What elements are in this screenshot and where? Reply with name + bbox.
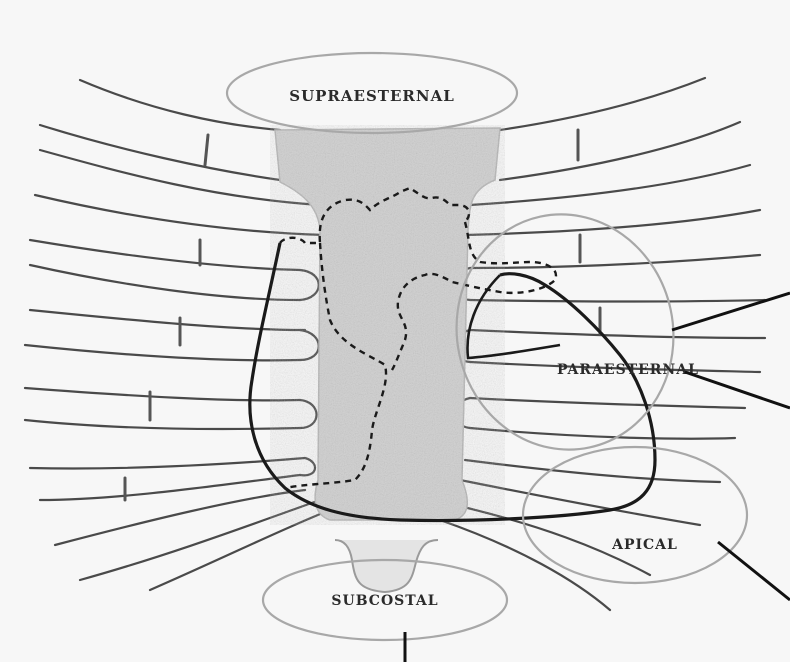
suprasternal-label: SUPRAESTERNAL [289,87,455,105]
parasternal-label: PARAESTERNAL [557,362,699,378]
apical-label: APICAL [611,537,678,553]
subcostal-label: SUBCOSTAL [331,593,438,609]
